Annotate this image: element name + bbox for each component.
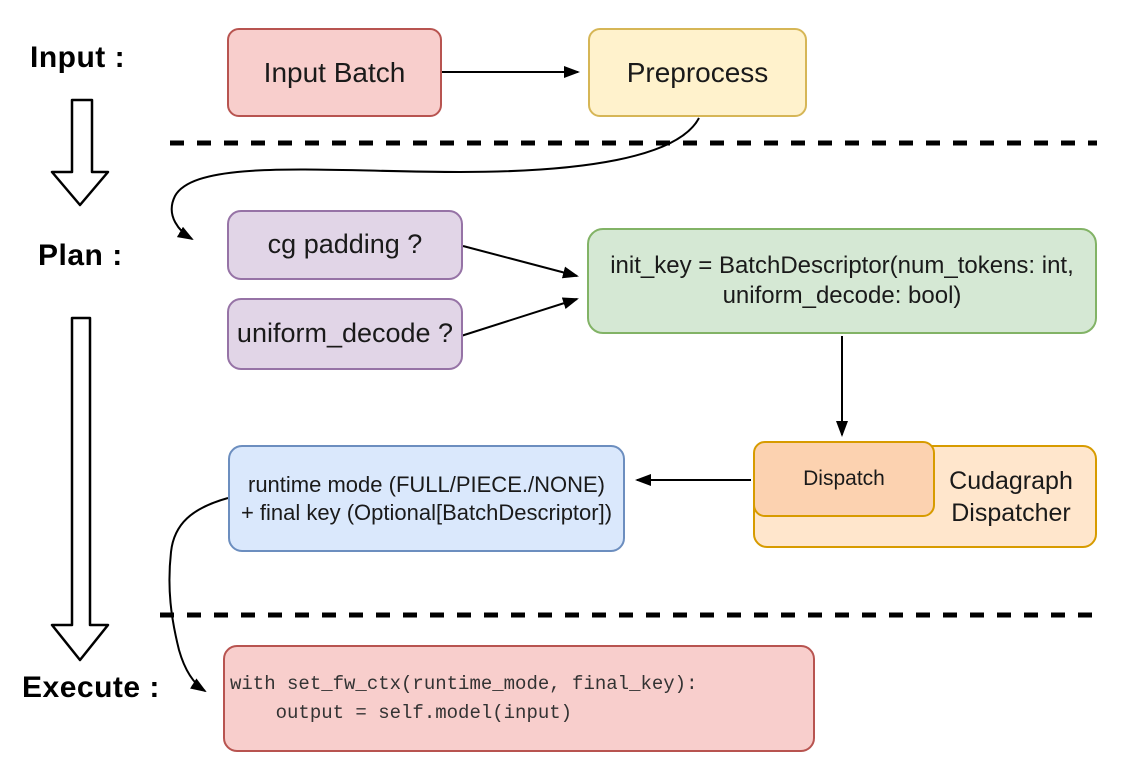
node-runtime-line2: + final key (Optional[BatchDescriptor]) [240,499,613,525]
node-cudagraph-line2: Dispatcher [951,498,1071,527]
arrow-uniformdecode-to-initkey [460,297,579,337]
stage-label-plan: Plan : [38,239,123,272]
node-uniform-decode-label: uniform_decode ? [236,318,454,349]
node-init-key: init_key = BatchDescriptor(num_tokens: i… [587,228,1097,334]
flow-arrow-input-to-plan [50,98,110,207]
node-cg-padding-label: cg padding ? [267,229,423,260]
stage-label-input: Input : [30,41,126,74]
node-preprocess-label: Preprocess [626,57,769,88]
node-init-key-line2: uniform_decode: bool) [722,282,962,309]
node-preprocess: Preprocess [588,28,807,117]
node-cg-padding: cg padding ? [227,210,463,280]
node-dispatch-label: Dispatch [803,466,885,490]
flow-arrow-plan-to-execute [50,316,110,662]
execute-code-text: with set_fw_ctx(runtime_mode, final_key)… [230,672,698,724]
node-input-batch: Input Batch [227,28,442,117]
node-cudagraph-line1: Cudagraph [949,466,1073,495]
node-execute-code: with set_fw_ctx(runtime_mode, final_key)… [223,645,815,752]
arrow-cgpadding-to-initkey [462,245,579,279]
node-input-batch-label: Input Batch [263,57,406,88]
stage-label-execute: Execute : [22,671,160,704]
node-uniform-decode: uniform_decode ? [227,298,463,370]
node-cudagraph-dispatcher-label: Cudagraph Dispatcher [927,465,1095,529]
node-dispatch: Dispatch [753,441,935,517]
arrow-runtime-to-execute [168,497,229,693]
node-runtime-mode: runtime mode (FULL/PIECE./NONE) + final … [228,445,625,552]
node-init-key-line1: init_key = BatchDescriptor(num_tokens: i… [610,252,1074,279]
node-runtime-line1: runtime mode (FULL/PIECE./NONE) [248,471,605,497]
